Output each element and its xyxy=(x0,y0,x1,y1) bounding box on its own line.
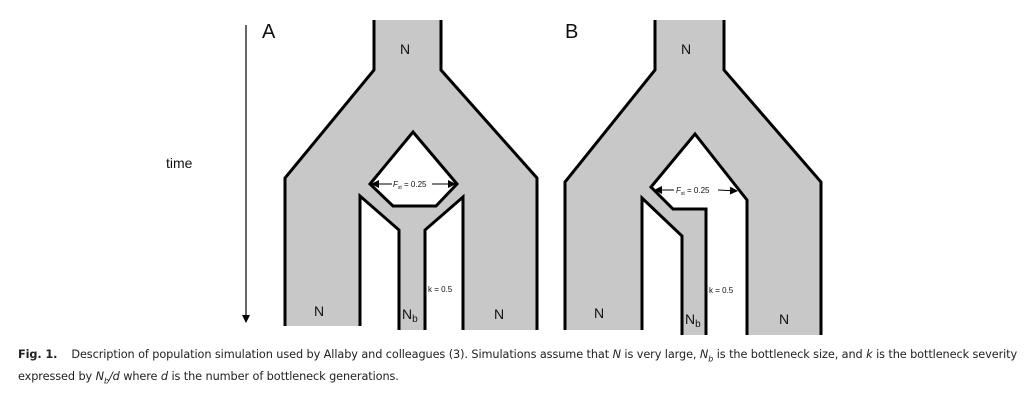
panel-a-nb: Nb xyxy=(402,306,418,325)
panel-b-fst-arrow-right xyxy=(717,186,738,195)
panel-a-fst-label: Fst = 0.25 xyxy=(393,180,427,191)
caption-italic: N xyxy=(612,348,621,361)
caption-text: where xyxy=(119,370,161,384)
caption-text: is very large, xyxy=(620,348,700,361)
panel-a: A N N N Nb Fst = 0.25 k = 0.5 xyxy=(262,20,539,330)
caption-italic: d xyxy=(160,370,168,384)
caption-label: Fig. 1. xyxy=(18,348,58,361)
caption-italic: N xyxy=(95,370,104,384)
panel-b-k-label: k = 0.5 xyxy=(709,286,734,295)
panel-a-k-label: k = 0.5 xyxy=(428,285,453,294)
time-label: time xyxy=(166,155,193,171)
panel-b-left-n: N xyxy=(594,305,604,321)
caption-italic: N xyxy=(699,348,709,361)
panel-b-population-shape xyxy=(565,20,821,335)
caption-text: is the number of bottleneck generations. xyxy=(167,370,399,384)
caption-text: is the bottleneck size, and xyxy=(713,348,867,361)
panel-b-right-n: N xyxy=(779,311,789,327)
panel-a-right-n: N xyxy=(494,306,504,322)
figure-caption: Fig. 1. Description of population simulat… xyxy=(18,346,1018,391)
caption-italic: /d xyxy=(108,370,120,384)
caption-text: is the bottleneck severity expressed by xyxy=(18,348,1018,384)
panel-a-left-n: N xyxy=(314,303,324,319)
caption-subscript: b xyxy=(708,354,714,364)
caption-italic: k xyxy=(866,348,873,361)
panel-b-nb: Nb xyxy=(685,311,701,330)
caption-subscript: b xyxy=(103,376,109,386)
panel-b-letter: B xyxy=(565,21,578,43)
panel-b: B N N N Nb Fst = 0.25 k = 0.5 xyxy=(563,20,823,335)
caption-text: Description of population simulation use… xyxy=(71,348,613,361)
panel-a-top-n: N xyxy=(400,41,410,57)
panel-a-population-shape xyxy=(285,20,537,330)
panel-a-letter: A xyxy=(262,21,276,43)
panel-b-fst-label: Fst = 0.25 xyxy=(676,186,710,197)
panel-b-top-n: N xyxy=(681,41,691,57)
